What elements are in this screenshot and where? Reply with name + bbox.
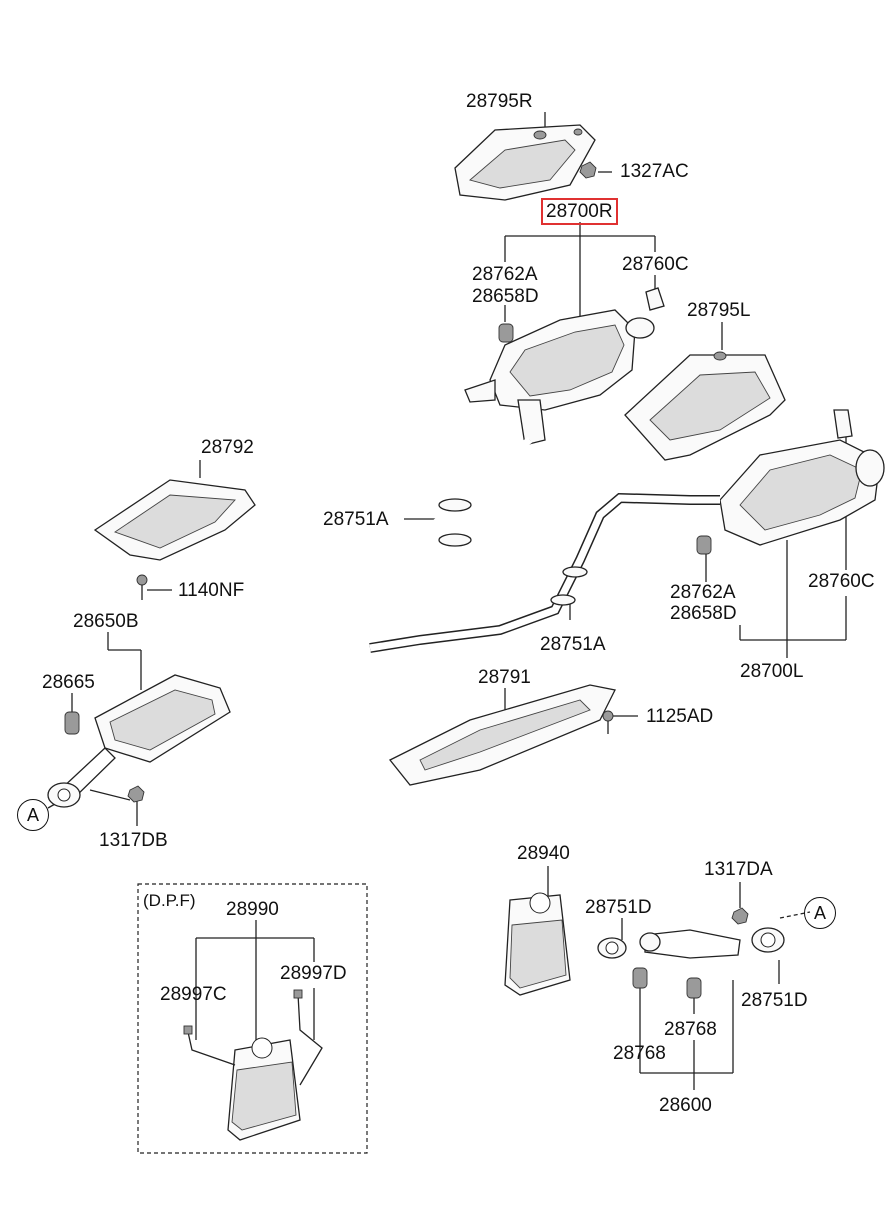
label-28658d-right[interactable]: 28658D — [670, 603, 737, 624]
label-1327ac[interactable]: 1327AC — [620, 161, 689, 182]
label-28760c-right[interactable]: 28760C — [808, 571, 875, 592]
hanger-28760c-top[interactable] — [645, 287, 665, 311]
label-28658d-top[interactable]: 28658D — [472, 286, 539, 307]
converter-28940[interactable] — [504, 892, 571, 996]
nut-1317db[interactable] — [127, 785, 145, 803]
sensor-28997d[interactable] — [293, 989, 323, 1086]
gasket-28751a-mid[interactable] — [550, 566, 588, 606]
heat-shield-28795r[interactable] — [454, 124, 596, 201]
muffler-28700r[interactable] — [464, 309, 655, 446]
label-28997d[interactable]: 28997D — [280, 963, 347, 984]
label-28760c-top[interactable]: 28760C — [622, 254, 689, 275]
heat-shield-28792[interactable] — [93, 479, 256, 561]
label-28768-left[interactable]: 28768 — [613, 1043, 666, 1064]
heat-shield-28795l[interactable] — [624, 351, 786, 461]
label-28795r[interactable]: 28795R — [466, 91, 533, 112]
label-1140nf[interactable]: 1140NF — [178, 580, 245, 601]
heat-shield-28791[interactable] — [388, 684, 616, 786]
label-28990[interactable]: 28990 — [226, 899, 279, 920]
label-28600[interactable]: 28600 — [659, 1095, 712, 1116]
label-28791[interactable]: 28791 — [478, 667, 531, 688]
label-28751a-mid[interactable]: 28751A — [540, 634, 606, 655]
label-28751d-top[interactable]: 28751D — [585, 897, 652, 918]
gasket-28751a-left[interactable] — [438, 498, 472, 547]
label-28997c[interactable]: 28997C — [160, 984, 227, 1005]
label-28751d-right[interactable]: 28751D — [741, 990, 808, 1011]
label-28665[interactable]: 28665 — [42, 672, 95, 693]
label-28762a-top[interactable]: 28762A — [472, 264, 538, 285]
muffler-28700l[interactable] — [696, 409, 885, 555]
hanger-28768-right[interactable] — [686, 977, 702, 999]
label-dpf: (D.P.F) — [143, 891, 196, 910]
label-28762a-right[interactable]: 28762A — [670, 582, 736, 603]
label-28650b[interactable]: 28650B — [73, 611, 139, 632]
label-1125ad[interactable]: 1125AD — [646, 706, 714, 727]
label-28792[interactable]: 28792 — [201, 437, 254, 458]
label-28700l[interactable]: 28700L — [740, 661, 804, 682]
label-28940[interactable]: 28940 — [517, 843, 570, 864]
sensor-28997c[interactable] — [183, 1025, 236, 1066]
label-28751a-left[interactable]: 28751A — [323, 509, 389, 530]
nut-1327ac[interactable] — [579, 161, 597, 179]
hanger-28762a-top[interactable] — [498, 323, 514, 343]
hanger-28665[interactable] — [64, 711, 80, 735]
ref-a-left[interactable]: A — [17, 799, 49, 831]
dpf-box — [137, 883, 368, 1154]
ref-a-right[interactable]: A — [804, 897, 836, 929]
label-1317da[interactable]: 1317DA — [704, 859, 773, 880]
bolt-1125ad[interactable] — [602, 710, 614, 734]
bolt-1140nf[interactable] — [136, 574, 148, 600]
exhaust-pipe-main[interactable] — [224, 437, 720, 704]
dpf-28990[interactable] — [227, 1037, 301, 1141]
nut-1317da[interactable] — [731, 907, 749, 925]
gasket-28751d-top[interactable] — [597, 937, 627, 959]
label-28768-right[interactable]: 28768 — [664, 1019, 717, 1040]
label-28795l[interactable]: 28795L — [687, 300, 751, 321]
front-pipe-28600[interactable] — [639, 929, 741, 959]
label-28700r[interactable]: 28700R — [541, 198, 618, 225]
gasket-28751d-right[interactable] — [751, 927, 785, 953]
label-1317db[interactable]: 1317DB — [99, 830, 168, 851]
muffler-28650b[interactable] — [47, 674, 231, 808]
hanger-28768-left[interactable] — [632, 967, 648, 989]
